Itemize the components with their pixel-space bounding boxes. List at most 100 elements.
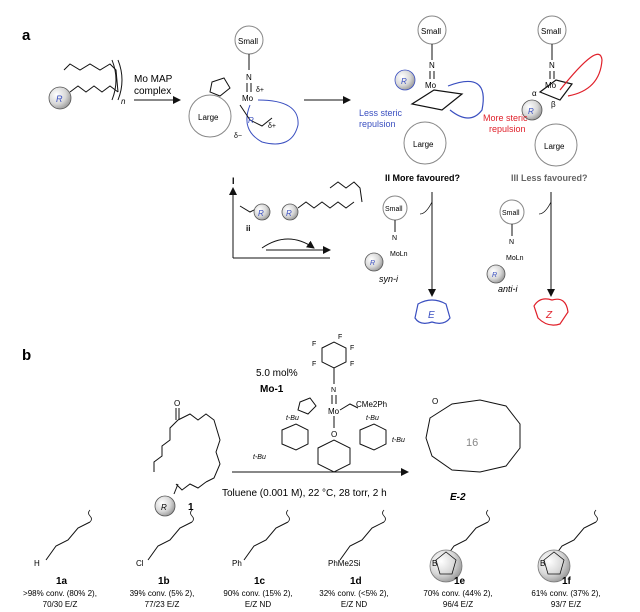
r-label-ii-2: R [286,209,292,218]
product-E2: O 16 E-2 [425,397,521,503]
small-label-II: Small [421,27,441,36]
n-subscript: n [121,97,126,106]
substrate-1c: Ph 1c 90% conv. (15% 2), E/Z ND [223,509,293,609]
reagent-line2: complex [134,86,171,97]
large-label-III: Large [544,142,565,151]
product-E: E [414,299,451,324]
group-label: PhMe2Si [328,559,361,568]
conversion-text: 90% conv. (15% 2), [223,589,292,598]
panel-b-label: b [22,347,31,364]
r-label-ii: R [258,209,264,218]
syn-label: syn-i [379,274,399,284]
group-label: B [540,559,545,568]
panel-a-label: a [22,27,31,44]
group-label: Cl [136,559,144,568]
delta-minus: δ− [234,133,242,140]
small-label-III: Small [541,27,561,36]
small-syn: Small [385,206,403,213]
r-sphere [48,86,72,110]
mo-atom-III: Mo [545,81,557,90]
O-product: O [432,397,438,406]
F3: F [350,345,354,352]
ratio-text: E/Z ND [341,600,367,609]
small-anti: Small [502,210,520,217]
ratio-text: 77/23 E/Z [145,600,180,609]
group-label: H [34,559,40,568]
label-III: III Less favoured? [511,173,588,183]
E-label: E [428,310,435,321]
n-anti: N [509,239,514,246]
compound-id: 1e [454,576,466,587]
intermediate-I: Small N Mo δ+ Large R δ+ δ− [188,25,299,145]
r-label-III: R [528,107,534,116]
ratio-text: E/Z ND [245,600,271,609]
mo-atom-II: Mo [425,81,437,90]
anti-label: anti-i [498,284,519,294]
more-steric-2: repulsion [489,124,526,134]
ratio-text: 96/4 E/Z [443,600,473,609]
tether-blue-II [447,80,484,119]
tbu-4: t-Bu [392,437,405,444]
mo-atom: Mo [242,94,254,103]
cycle-box: I R ii R [229,176,363,259]
delta-plus: δ+ [256,87,264,94]
O-aryloxide: O [331,430,337,439]
F1: F [312,341,316,348]
r-syn: R [370,260,375,267]
Z-label: Z [545,310,553,321]
r-label-1: R [161,503,167,512]
ratio-text: 93/7 E/Z [551,600,581,609]
tbu-1: t-Bu [286,415,299,422]
reagent-line1: Mo MAP [134,74,173,85]
conversion-text: 61% conv. (37% 2), [531,589,600,598]
ring-size: 16 [466,437,478,449]
delta-plus-2: δ+ [268,123,276,130]
large-sphere [188,94,232,138]
label-ii: ii [246,224,250,233]
compound-id: 1c [254,576,266,587]
beta: β [551,100,556,109]
n-atom-III: N [549,61,555,70]
mol-syn: MoLn [390,251,408,258]
syn-i: Small N MoLn R syn-i [364,195,408,284]
conversion-text: 39% conv. (5% 2), [130,589,195,598]
substrate-1f: B 1f 61% conv. (37% 2), 93/7 E/Z [531,509,601,609]
r-anti: R [492,272,497,279]
conversion-text: 32% conv. (<5% 2), [319,589,388,598]
F5: F [312,361,316,368]
substrate-1e: B 1e 70% conv. (44% 2), 96/4 E/Z [423,509,493,609]
n-atom-II: N [429,61,435,70]
mol-anti: MoLn [506,255,524,262]
tbu-2: t-Bu [253,454,266,461]
more-steric-1: More steric [483,113,528,123]
anti-i: Small N MoLn R anti-i [486,199,525,294]
n-mo1: N [331,387,336,394]
less-steric-1: Less steric [359,108,403,118]
catalyst-name: Mo-1 [260,384,284,395]
alpha: α [532,89,537,98]
conversion-text: 70% conv. (44% 2), [423,589,492,598]
r-label-I: R [248,116,254,125]
curl-anti [538,201,552,215]
group-label: Ph [232,559,242,568]
mo-mo1: Mo [328,407,340,416]
compound-id: 1a [56,576,68,587]
compound-1-label: 1 [188,502,194,513]
group-label: B [432,559,437,568]
F2: F [338,334,342,341]
conditions: Toluene (0.001 M), 22 °C, 28 torr, 2 h [222,488,387,499]
n-syn: N [392,235,397,242]
substrate-1: O R 1 [153,399,221,517]
O-carbonyl: O [174,399,180,408]
compound-id: 1f [562,576,572,587]
conversion-text: >98% conv. (80% 2), [23,589,97,598]
tether-red [559,53,603,97]
substrate-1a: H1a>98% conv. (80% 2),70/30 E/Z [23,509,97,609]
F4: F [350,361,354,368]
less-steric-2: repulsion [359,119,396,129]
intermediate-II: Small N Mo R Large Less steric repulsion… [359,15,484,183]
